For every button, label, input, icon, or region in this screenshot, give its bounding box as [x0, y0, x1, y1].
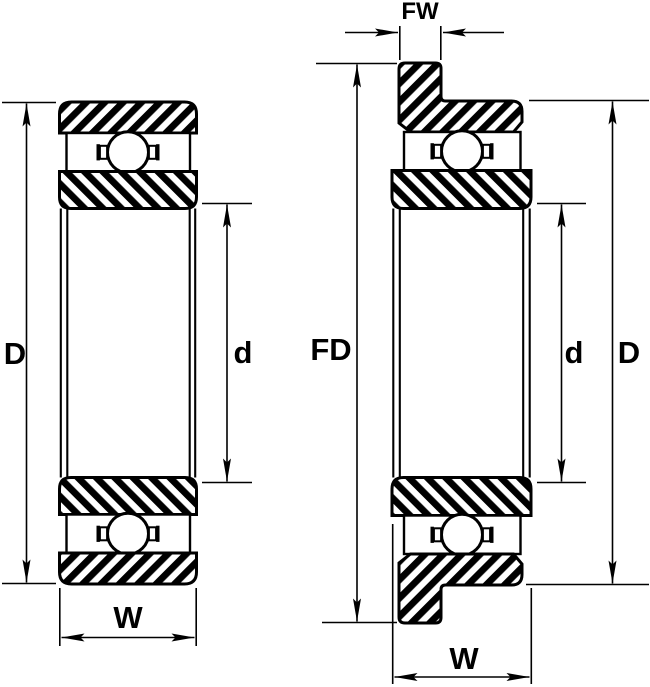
extension-lines [59, 588, 197, 646]
outer-ring-top [58, 100, 198, 135]
ball-bottom [440, 512, 484, 557]
extension-lines [2, 101, 56, 585]
extension-lines [202, 202, 252, 484]
inner-ring-bottom [390, 476, 533, 517]
ball-top [106, 130, 150, 175]
cage-pocket-icon [147, 524, 161, 543]
ball-top [440, 129, 484, 174]
inner-ring-top [58, 170, 198, 210]
dimension-outer-diameter-right: D [526, 99, 649, 586]
dimension-flange-width: FW [345, 0, 504, 60]
extension-lines [316, 62, 397, 624]
extension-lines [391, 524, 533, 684]
plain-bearing-view [58, 100, 198, 586]
dimension-bore-diameter-right: d [537, 202, 586, 484]
cage-pocket-icon [95, 143, 109, 162]
label-flange-width: FW [401, 0, 439, 25]
cage-pocket-icon [429, 142, 443, 161]
extension-lines [537, 202, 586, 484]
dimension-flange-diameter: FD [310, 62, 397, 624]
label-flange-diameter: FD [310, 332, 351, 367]
dimension-width-right: W [391, 524, 533, 684]
label-width: W [449, 641, 479, 676]
extension-lines [526, 99, 649, 586]
inner-ring-top [390, 169, 533, 210]
cage-pocket-icon [481, 525, 495, 544]
label-bore-diameter: d [565, 335, 584, 370]
outer-ring-flange-bottom [397, 552, 524, 625]
flanged-bearing-view [390, 61, 533, 625]
cage-pocket-icon [147, 143, 161, 162]
dimension-width-left: W [59, 588, 197, 646]
inner-ring-bottom [58, 476, 198, 516]
ball-bottom [106, 511, 150, 556]
dimension-outer-diameter-left: D [2, 101, 56, 585]
cage-pocket-icon [95, 524, 109, 543]
label-outer-diameter: D [4, 336, 26, 371]
label-bore-diameter: d [234, 335, 253, 370]
label-width: W [113, 600, 143, 635]
label-outer-diameter: D [618, 335, 640, 370]
outer-ring-bottom [58, 551, 198, 586]
extension-lines [399, 26, 442, 60]
cage-pocket-icon [481, 142, 495, 161]
bore-wall-lines [59, 208, 197, 478]
outer-ring-flange-top [397, 61, 524, 134]
cage-pocket-icon [429, 525, 443, 544]
bore-wall-lines [392, 208, 531, 478]
dimension-bore-diameter-left: d [202, 202, 253, 484]
